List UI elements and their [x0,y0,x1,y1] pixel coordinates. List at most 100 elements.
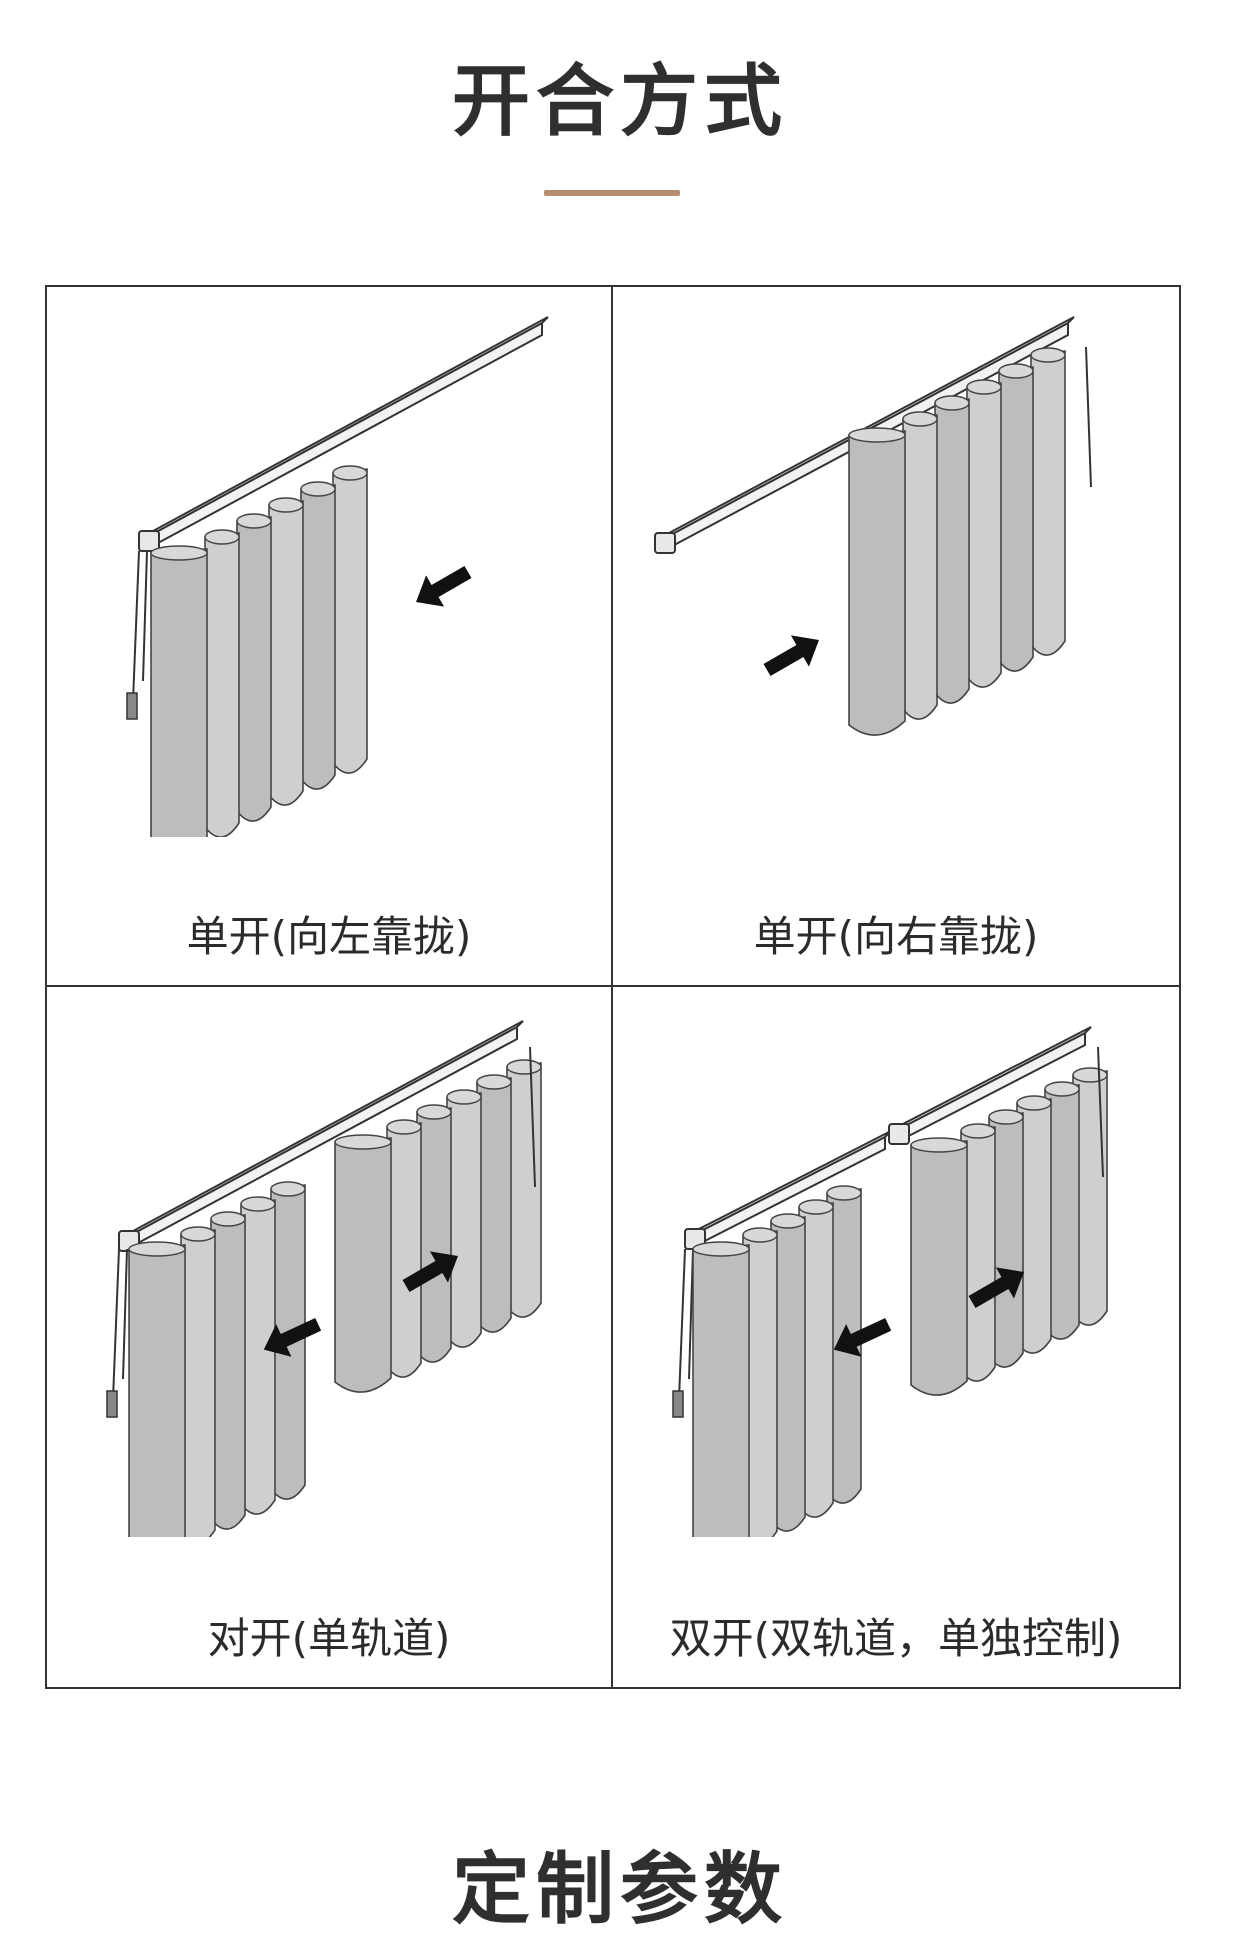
track-end-cap [138,530,160,552]
slat-hook [180,1226,216,1242]
blind-slat [446,1092,482,1348]
panel-caption: 双开(双轨道，单独控制) [669,1614,1123,1663]
arrow-shape [263,1317,322,1357]
blind-slat [476,1077,512,1333]
slat-hook [128,1241,186,1257]
section-title: 开合方式 [451,56,788,147]
blind-illustration-center-open [106,1020,542,1537]
blind-slat [334,1137,392,1393]
blind-illustration-single-left [126,316,549,837]
slat-hook [1072,1067,1108,1083]
pull-cord [122,1248,128,1380]
panel-caption: 单开(向左靠拢) [186,912,472,961]
blind-slat [966,382,1002,688]
slat-hook [506,1059,542,1075]
arrow-shape [833,1317,892,1357]
panel-double-track: 双开(双轨道，单独控制) [613,987,1179,1687]
blind-slat [848,430,906,736]
blind-slat [210,1214,246,1530]
panel-caption: 对开(单轨道) [207,1614,451,1663]
slat-hook [270,1181,306,1197]
slat-hook [1016,1095,1052,1111]
blind-slat [506,1062,542,1318]
blind-slat [204,532,240,837]
slat-hook [334,1134,392,1150]
panel-caption: 单开(向右靠拢) [753,912,1039,961]
slat-hook [966,379,1002,395]
slat-hook [770,1213,806,1229]
blind-slat [332,468,368,774]
blind-slat [236,516,272,822]
blind-slat [692,1244,750,1537]
blind-illustration-single-right [654,316,1092,736]
slat-hook [150,545,208,561]
slat-hook [240,1196,276,1212]
blind-slat [386,1122,422,1378]
track-end-cap [654,532,676,554]
blind-illustration-double-track [672,1026,1108,1537]
direction-arrow-icon [416,565,472,607]
blind-slat [240,1199,276,1515]
opening-methods-grid: 单开(向左靠拢) 单开(向右靠拢) 对开(单轨道) 双开(双轨道，单独控制) [45,285,1181,1689]
cord-weight [126,692,138,720]
panel-single-left: 单开(向左靠拢) [47,287,613,987]
slat-hook [1044,1081,1080,1097]
blind-slat [300,484,336,790]
cord-weight [106,1390,118,1418]
blind-slat [128,1244,186,1537]
slat-hook [300,481,336,497]
blind-slat [416,1107,452,1363]
pull-cord [112,1248,120,1400]
panel-center-open: 对开(单轨道) [47,987,613,1687]
blind-slat [998,366,1034,672]
direction-arrow-icon [763,635,819,677]
slat-hook [236,513,272,529]
panel-single-right: 单开(向右靠拢) [613,287,1179,987]
slat-hook [848,427,906,443]
pull-cord [1097,1046,1104,1178]
slat-hook [934,395,970,411]
blind-slat [180,1229,216,1537]
blind-slat [268,500,304,806]
slat-hook [386,1119,422,1135]
blind-slat [150,548,208,837]
slat-hook [332,465,368,481]
slat-hook [268,497,304,513]
arrow-shape [968,1267,1024,1309]
slat-hook [1030,347,1066,363]
pull-cord [142,550,148,682]
pull-cord [132,550,140,702]
pull-cord [678,1248,686,1400]
direction-arrow-icon [833,1317,892,1357]
slat-hook [692,1241,750,1257]
arrow-shape [402,1251,458,1293]
slat-hook [476,1074,512,1090]
slat-hook [416,1104,452,1120]
slat-hook [204,529,240,545]
direction-arrow-icon [263,1317,322,1357]
slat-hook [446,1089,482,1105]
arrow-shape [416,565,472,607]
slat-hook [998,363,1034,379]
cord-weight [672,1390,684,1418]
slat-hook [902,411,938,427]
slat-hook [210,1211,246,1227]
slat-hook [988,1109,1024,1125]
slat-hook [960,1123,996,1139]
blind-slat [934,398,970,704]
slat-hook [798,1199,834,1215]
blind-slat [1030,350,1066,656]
blind-slat [910,1140,968,1396]
pull-cord [529,1046,536,1188]
arrow-shape [763,635,819,677]
track-end-cap [888,1123,910,1145]
slat-hook [742,1227,778,1243]
direction-arrow-icon [402,1251,458,1293]
direction-arrow-icon [968,1267,1024,1309]
slat-hook [826,1185,862,1201]
pull-cord [1085,346,1092,488]
slat-hook [910,1137,968,1153]
next-section-title: 定制参数 [451,1844,788,1935]
title-accent-line [544,190,680,196]
blind-slat [902,414,938,720]
